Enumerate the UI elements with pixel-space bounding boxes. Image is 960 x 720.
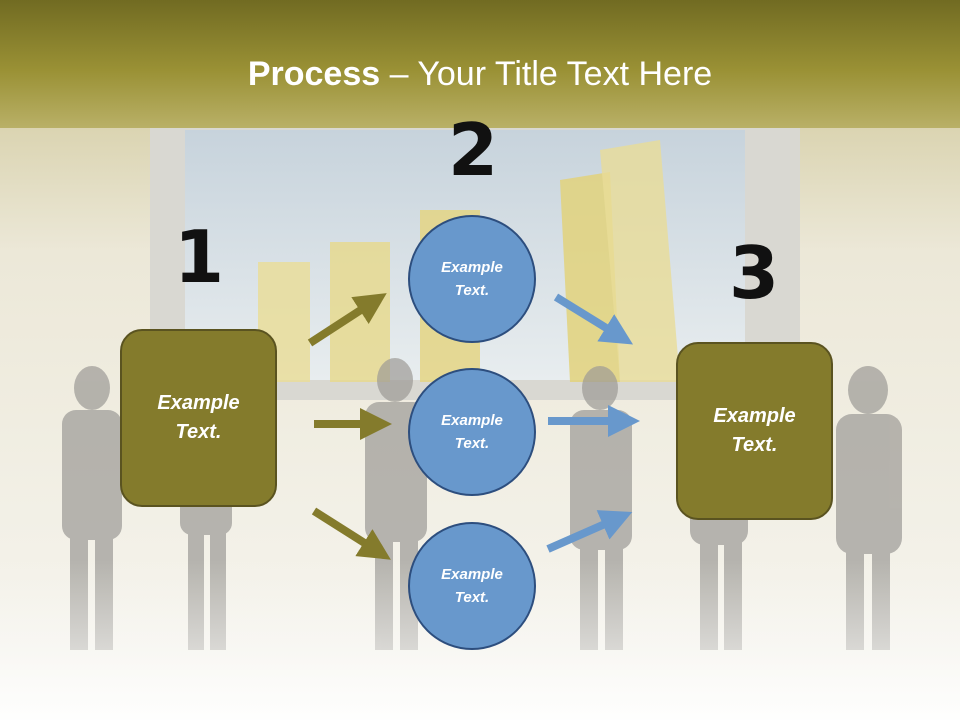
- arrow-bottom-to-right: [546, 510, 633, 553]
- arrow-left-to-bottom: [311, 507, 391, 560]
- step-number-2: 2: [447, 108, 499, 192]
- step-number-1: 1: [173, 215, 225, 299]
- right-box: Example Text.: [676, 342, 833, 520]
- title-bold: Process: [247, 55, 381, 93]
- arrow-top-to-right: [553, 293, 634, 345]
- arrow-left-to-top: [307, 293, 387, 347]
- circle-middle-text: Example Text.: [441, 412, 503, 452]
- circle-bottom-text: Example Text.: [441, 566, 503, 606]
- circle-middle: Example Text.: [408, 368, 536, 496]
- right-box-text: Example Text.: [713, 405, 796, 456]
- circle-bottom: Example Text.: [408, 522, 536, 650]
- slide-title: Process – Your Title Text Here: [0, 52, 960, 96]
- step-number-3: 3: [728, 231, 780, 315]
- circle-top-text: Example Text.: [441, 259, 503, 299]
- left-box: Example Text.: [120, 329, 277, 507]
- circle-top: Example Text.: [408, 215, 536, 343]
- title-rest: – Your Title Text Here: [380, 55, 713, 93]
- left-box-text: Example Text.: [157, 392, 240, 443]
